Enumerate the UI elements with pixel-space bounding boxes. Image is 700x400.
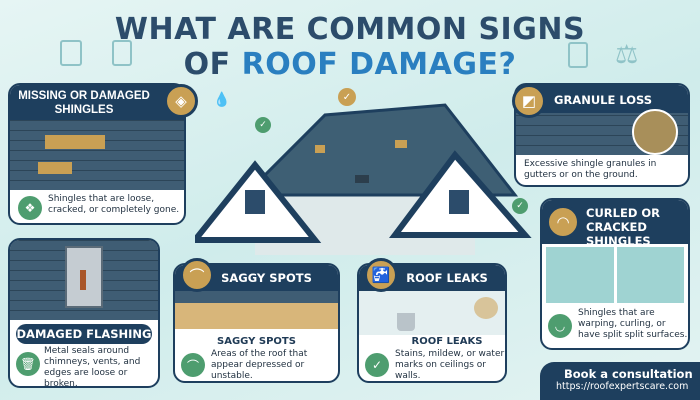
card-desc: Shingles that are loose, cracked, or com… <box>48 194 180 215</box>
book-consultation-cta[interactable]: Book a consultation https://roofexpertsc… <box>540 362 700 400</box>
granule-shingles-image <box>516 109 688 155</box>
damaged-shingles-image <box>10 120 184 190</box>
card-roof-leaks: ROOF LEAKS ROOF LEAKS ✓ Stains, mildew, … <box>357 263 507 383</box>
card-missing-shingles: MISSING OR DAMAGED SHINGLES ❖ Shingles t… <box>8 83 186 225</box>
card-desc: Metal seals around chimneys, vents, and … <box>44 346 141 388</box>
card-subtitle: SAGGY SPOTS <box>217 336 296 347</box>
check-badge-icon: ✓ <box>338 88 356 106</box>
sagging-roof-image <box>175 291 338 329</box>
check-icon: ✓ <box>255 117 271 133</box>
card-subtitle: ROOF LEAKS <box>411 336 483 347</box>
trash-can-icon: 🗑 <box>16 352 40 376</box>
document-icon <box>112 40 132 66</box>
card-desc: Stains, mildew, or water marks on ceilin… <box>395 349 505 381</box>
house-illustration <box>188 85 535 265</box>
page-title-line1: WHAT ARE COMMON SIGNS <box>114 12 586 47</box>
curled-shingle-badge-icon: ◠ <box>546 205 580 239</box>
curled-shingle-icon: ◡ <box>548 314 572 338</box>
title-prefix: OF <box>183 47 231 82</box>
scales-icon: ⚖ <box>615 40 639 70</box>
card-title: DAMAGED FLASHING <box>16 324 152 344</box>
arch-badge-icon: ⌒ <box>180 258 214 292</box>
curled-shingles-image <box>542 244 688 306</box>
card-damaged-flashing: DAMAGED FLASHING 🗑 Metal seals around ch… <box>8 238 160 388</box>
leaking-ceiling-image <box>359 291 505 335</box>
cta-label[interactable]: Book a consultation <box>564 367 693 381</box>
water-drop-icon: 💧 <box>213 92 231 108</box>
card-desc: Areas of the roof that appear depressed … <box>211 349 308 381</box>
card-title: MISSING OR DAMAGED SHINGLES <box>10 85 184 120</box>
torn-shingle-badge-icon: ◈ <box>164 84 198 118</box>
faucet-icon: 🚰 <box>364 258 398 292</box>
card-title: GRANULE LOSS <box>516 85 688 113</box>
card-desc: Shingles that are warping, curling, or h… <box>578 308 688 340</box>
arch-icon: ⌒ <box>181 353 205 377</box>
chimney-flashing-image <box>10 240 158 320</box>
granule-shingle-icon: ◩ <box>512 84 546 118</box>
calculator-icon <box>60 40 82 66</box>
page-title-line2: OF ROOF DAMAGE? <box>0 47 700 82</box>
torn-shingle-icon: ❖ <box>18 196 42 220</box>
check-icon: ✓ <box>512 198 528 214</box>
card-desc: Excessive shingle granules in gutters or… <box>524 159 657 180</box>
check-icon: ✓ <box>365 353 389 377</box>
title-highlight: ROOF DAMAGE? <box>241 47 517 82</box>
cta-url[interactable]: https://roofexpertscare.com <box>556 381 689 392</box>
search-document-icon <box>568 42 588 68</box>
